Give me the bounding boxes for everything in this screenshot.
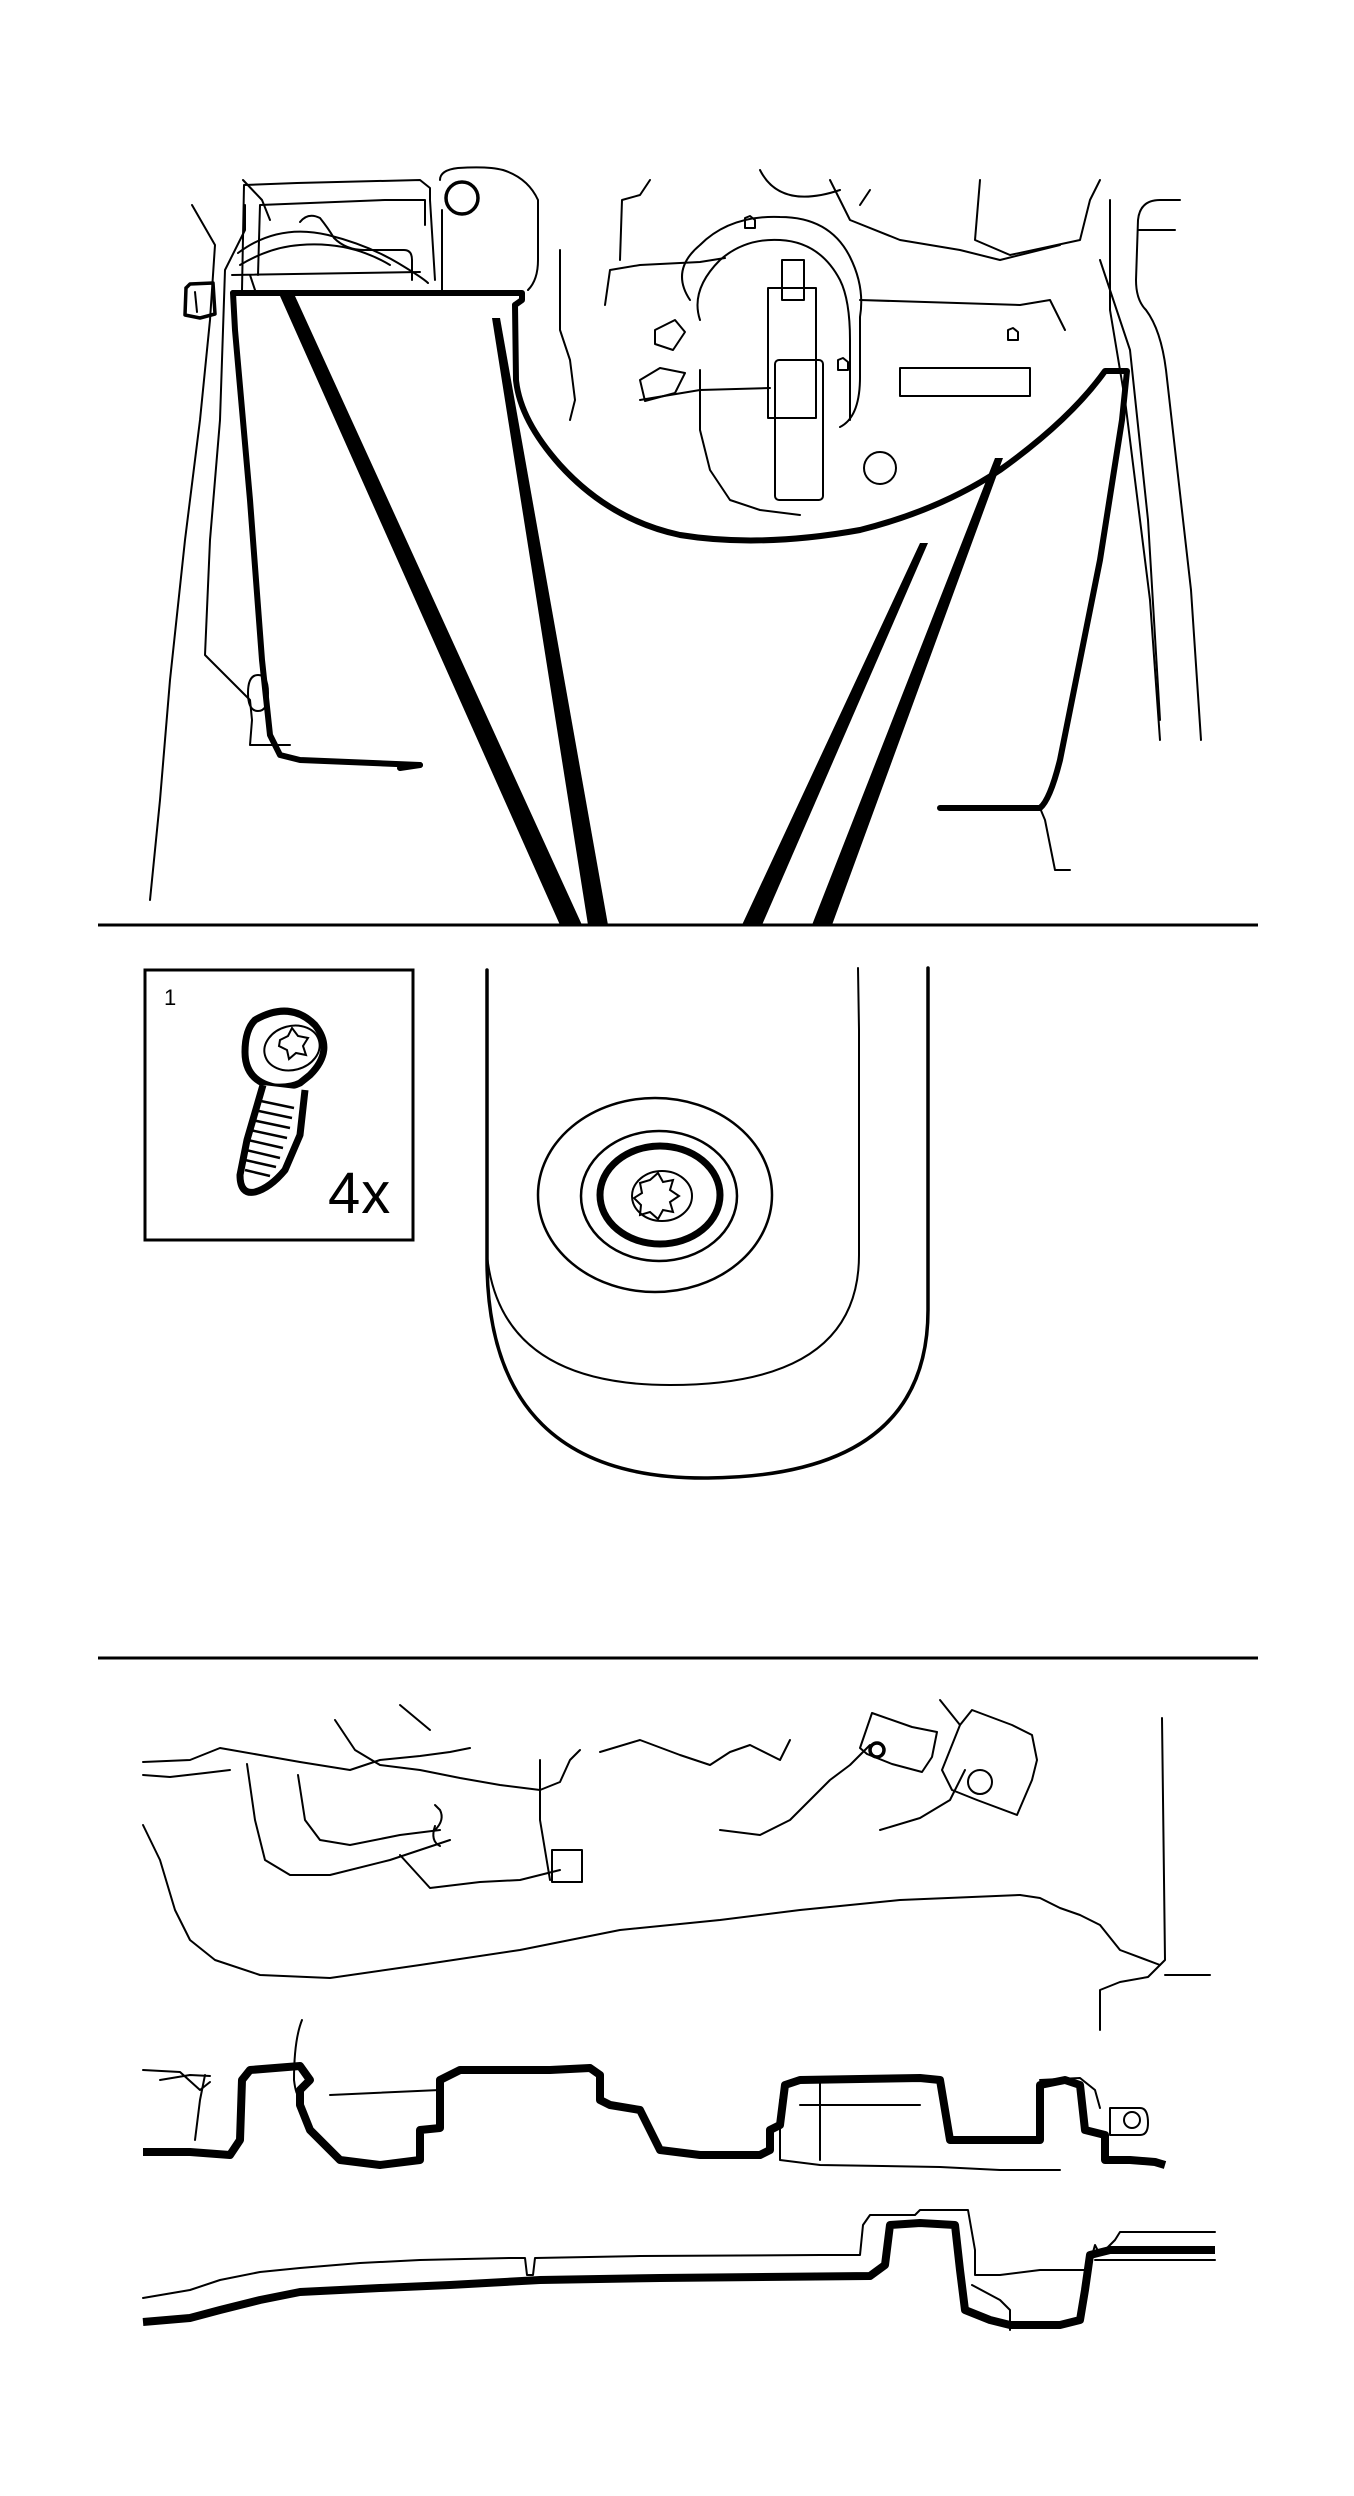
pointer-wedge-3 [742,543,928,925]
background-structure-right [1099,199,1202,741]
trim-panel-outline [230,290,1130,871]
section-background [142,1699,1211,2097]
quantity-label: 4x [328,1161,392,1226]
pointer-wedge-2 [492,318,608,925]
section-panel [142,1699,1216,2331]
background-structure-left [149,179,291,901]
equipment-cluster-left [183,166,539,320]
pointer-lines [280,296,1003,925]
fastener-bracket [485,966,930,1480]
callout-box [143,968,415,1242]
torx-screw-icon [236,1007,328,1196]
pointer-wedge-1 [280,296,582,925]
screw-head-top-view [536,1096,774,1294]
callout-number: 1 [164,985,177,1010]
detail-panel [143,966,930,1480]
panel-edge-clips [143,2062,1167,2171]
overview-panel [149,166,1202,925]
pointer-wedge-4 [812,458,1003,925]
column-components [559,169,1101,516]
trim-panel-profile [142,2209,1216,2331]
